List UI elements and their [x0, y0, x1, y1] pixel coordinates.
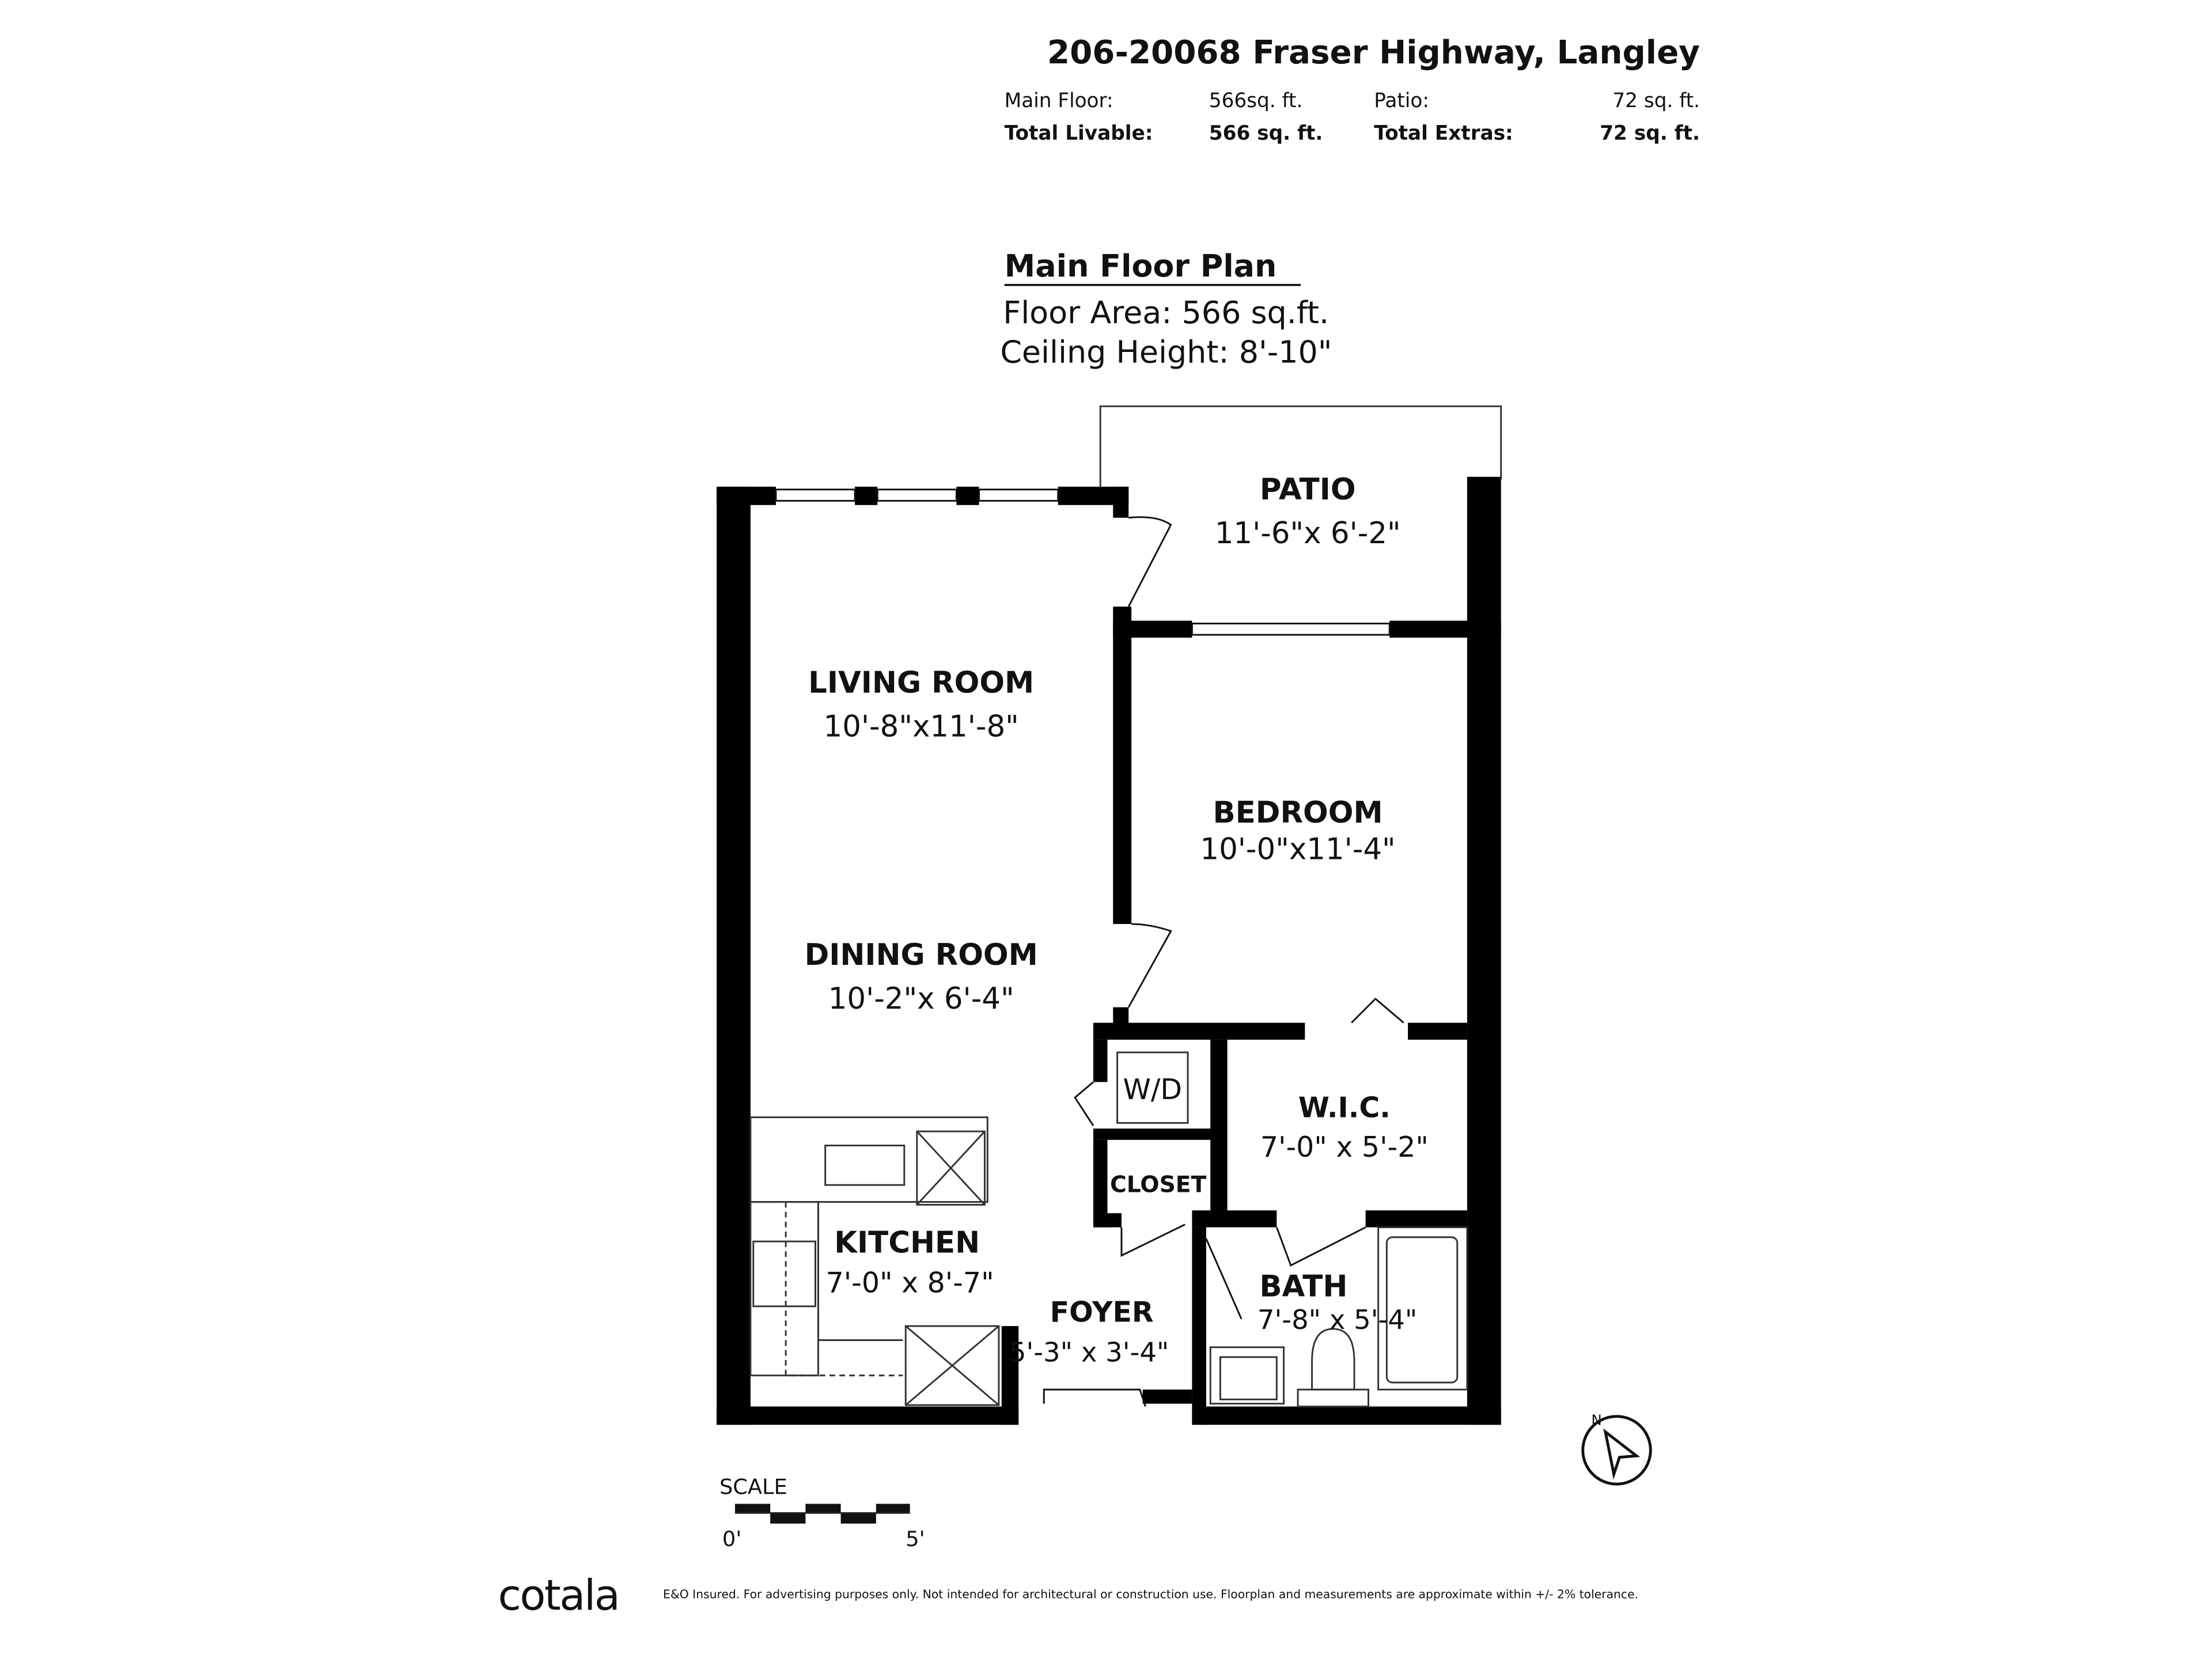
compass-north: N	[1591, 1411, 1601, 1428]
walls	[717, 476, 1501, 1425]
total-livable-value: 566 sq. ft.	[1209, 122, 1323, 145]
patio-value: 72 sq. ft.	[1612, 89, 1700, 112]
foyer-name: FOYER	[1050, 1296, 1154, 1329]
wic-name: W.I.C.	[1298, 1092, 1391, 1124]
address: 206-20068 Fraser Highway, Langley	[1047, 34, 1700, 71]
living-room-dims: 10'-8"x11'-8"	[824, 709, 1019, 744]
windows	[775, 488, 1391, 636]
wd-label: W/D	[1123, 1073, 1183, 1106]
bedroom-name: BEDROOM	[1213, 796, 1383, 830]
fixtures	[749, 1051, 1468, 1408]
door-swings	[1043, 516, 1404, 1407]
patio-outline	[1099, 405, 1502, 487]
dining-room-dims: 10'-2"x 6'-4"	[828, 982, 1014, 1016]
total-livable-label: Total Livable:	[1005, 122, 1153, 145]
scale-label: SCALE	[719, 1474, 787, 1499]
wic-dims: 7'-0" x 5'-2"	[1260, 1131, 1429, 1164]
bath-name: BATH	[1259, 1270, 1347, 1304]
living-room-name: LIVING ROOM	[808, 665, 1034, 700]
plan-title: Main Floor Plan	[1005, 248, 1277, 284]
total-extras-label: Total Extras:	[1374, 122, 1513, 145]
compass-icon	[1581, 1415, 1652, 1486]
kitchen-dims: 7'-0" x 8'-7"	[826, 1266, 994, 1299]
dining-room-name: DINING ROOM	[805, 938, 1038, 972]
scale-end: 5'	[906, 1527, 925, 1551]
patio-name: PATIO	[1260, 472, 1356, 507]
closet-name: CLOSET	[1110, 1172, 1207, 1198]
foyer-dims: 5'-3" x 3'-4"	[1009, 1336, 1169, 1368]
ceiling-height: Ceiling Height: 8'-10"	[1000, 334, 1332, 370]
patio-label: Patio:	[1374, 89, 1429, 112]
patio-dims: 11'-6"x 6'-2"	[1215, 516, 1401, 551]
bath-dims: 7'-8" x 5'-4"	[1257, 1304, 1417, 1335]
scale-start: 0'	[722, 1527, 741, 1551]
total-extras-value: 72 sq. ft.	[1600, 122, 1700, 145]
floor-area: Floor Area: 566 sq.ft.	[1003, 294, 1329, 331]
scale-bar: SCALE 0' 5'	[719, 1474, 925, 1551]
bedroom-dims: 10'-0"x11'-4"	[1200, 832, 1395, 866]
main-floor-label: Main Floor:	[1005, 89, 1113, 112]
main-floor-value: 566sq. ft.	[1209, 89, 1303, 112]
disclaimer: E&O Insured. For advertising purposes on…	[663, 1588, 1638, 1601]
north-compass: N	[1581, 1411, 1652, 1486]
kitchen-name: KITCHEN	[834, 1226, 980, 1260]
brand-logo: cotala	[498, 1571, 619, 1620]
